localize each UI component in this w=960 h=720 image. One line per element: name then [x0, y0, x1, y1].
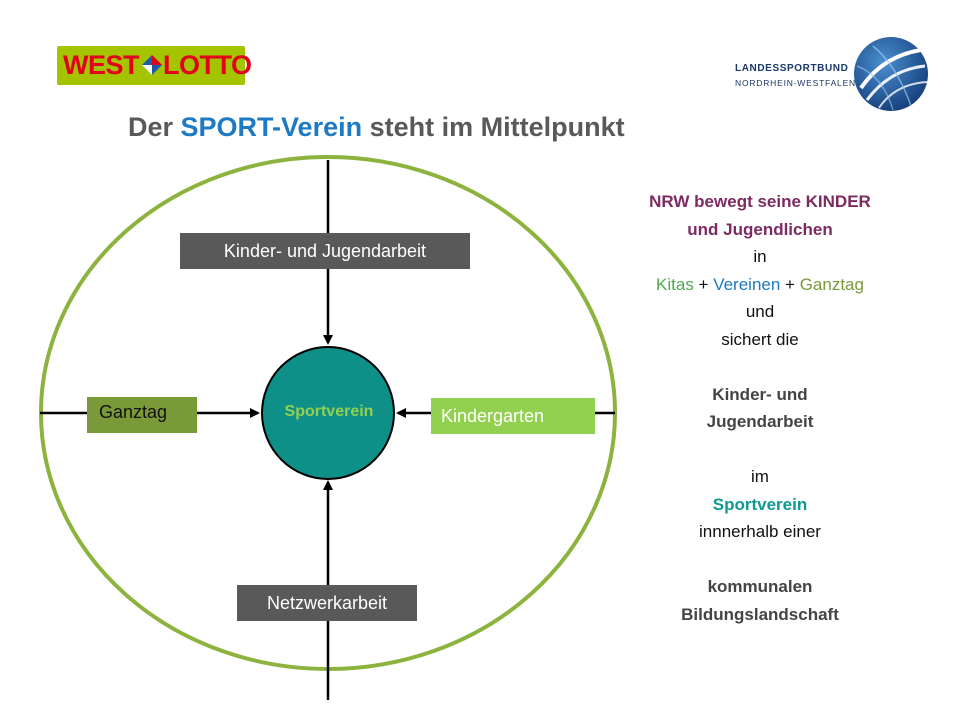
center-circle — [261, 346, 395, 480]
sidebar-line: Jugendarbeit — [706, 412, 814, 431]
lsb-name-line2: NORDRHEIN-WESTFALEN — [735, 78, 856, 88]
sidebar-line: kommunalen — [707, 577, 813, 596]
program-kitas: Kitas — [656, 274, 694, 294]
node-kinder-jugendarbeit: Kinder- und Jugendarbeit — [180, 233, 470, 269]
westlotto-logo-west: WEST — [63, 50, 140, 80]
sidebar-line-programs: Kitas + Vereinen + Ganztag — [600, 271, 920, 299]
node-kindergarten: Kindergarten — [431, 398, 595, 434]
westlotto-logo-lotto: LOTTO — [163, 50, 252, 80]
page-title: Der SPORT-Verein steht im Mittelpunkt — [128, 112, 625, 143]
sidebar-line: Sportverein — [712, 494, 808, 514]
title-accent: SPORT-Verein — [180, 112, 363, 142]
program-ganztag: Ganztag — [799, 274, 864, 294]
sidebar-line: in — [753, 247, 767, 266]
lsb-name-line1: LANDESSPORTBUND — [735, 63, 849, 74]
sidebar-line: Bildungslandschaft — [681, 604, 839, 624]
center-label: Sportverein — [284, 403, 374, 420]
sidebar-line: und — [745, 302, 775, 321]
node-ganztag: Ganztag — [87, 397, 197, 433]
plus-sign: + — [693, 274, 714, 294]
sidebar-line: und Jugendlichen — [687, 219, 833, 239]
node-netzwerkarbeit: Netzwerkarbeit — [237, 585, 417, 621]
sidebar-gap — [600, 353, 920, 381]
sidebar-line: Kinder- und — [712, 384, 808, 404]
program-vereinen: Vereinen — [713, 274, 781, 294]
westlotto-diamond-icon — [142, 55, 162, 75]
westlotto-logo: WEST LOTTO — [57, 46, 252, 85]
plus-sign: + — [780, 274, 800, 294]
title-prefix: Der — [128, 112, 181, 142]
lsb-globe-icon — [854, 37, 928, 111]
sidebar-text: NRW bewegt seine KINDER und Jugendlichen… — [600, 188, 920, 628]
sidebar-line: NRW bewegt seine KINDER — [649, 192, 871, 211]
sidebar-gap — [600, 436, 920, 464]
sidebar-line: sichert die — [721, 329, 799, 349]
landessportbund-logo: LANDESSPORTBUND NORDRHEIN-WESTFALEN — [733, 36, 933, 112]
sidebar-line: innnerhalb einer — [699, 522, 821, 541]
sidebar-line: im — [751, 467, 769, 486]
sidebar-gap — [600, 546, 920, 574]
title-suffix: steht im Mittelpunkt — [362, 112, 625, 142]
